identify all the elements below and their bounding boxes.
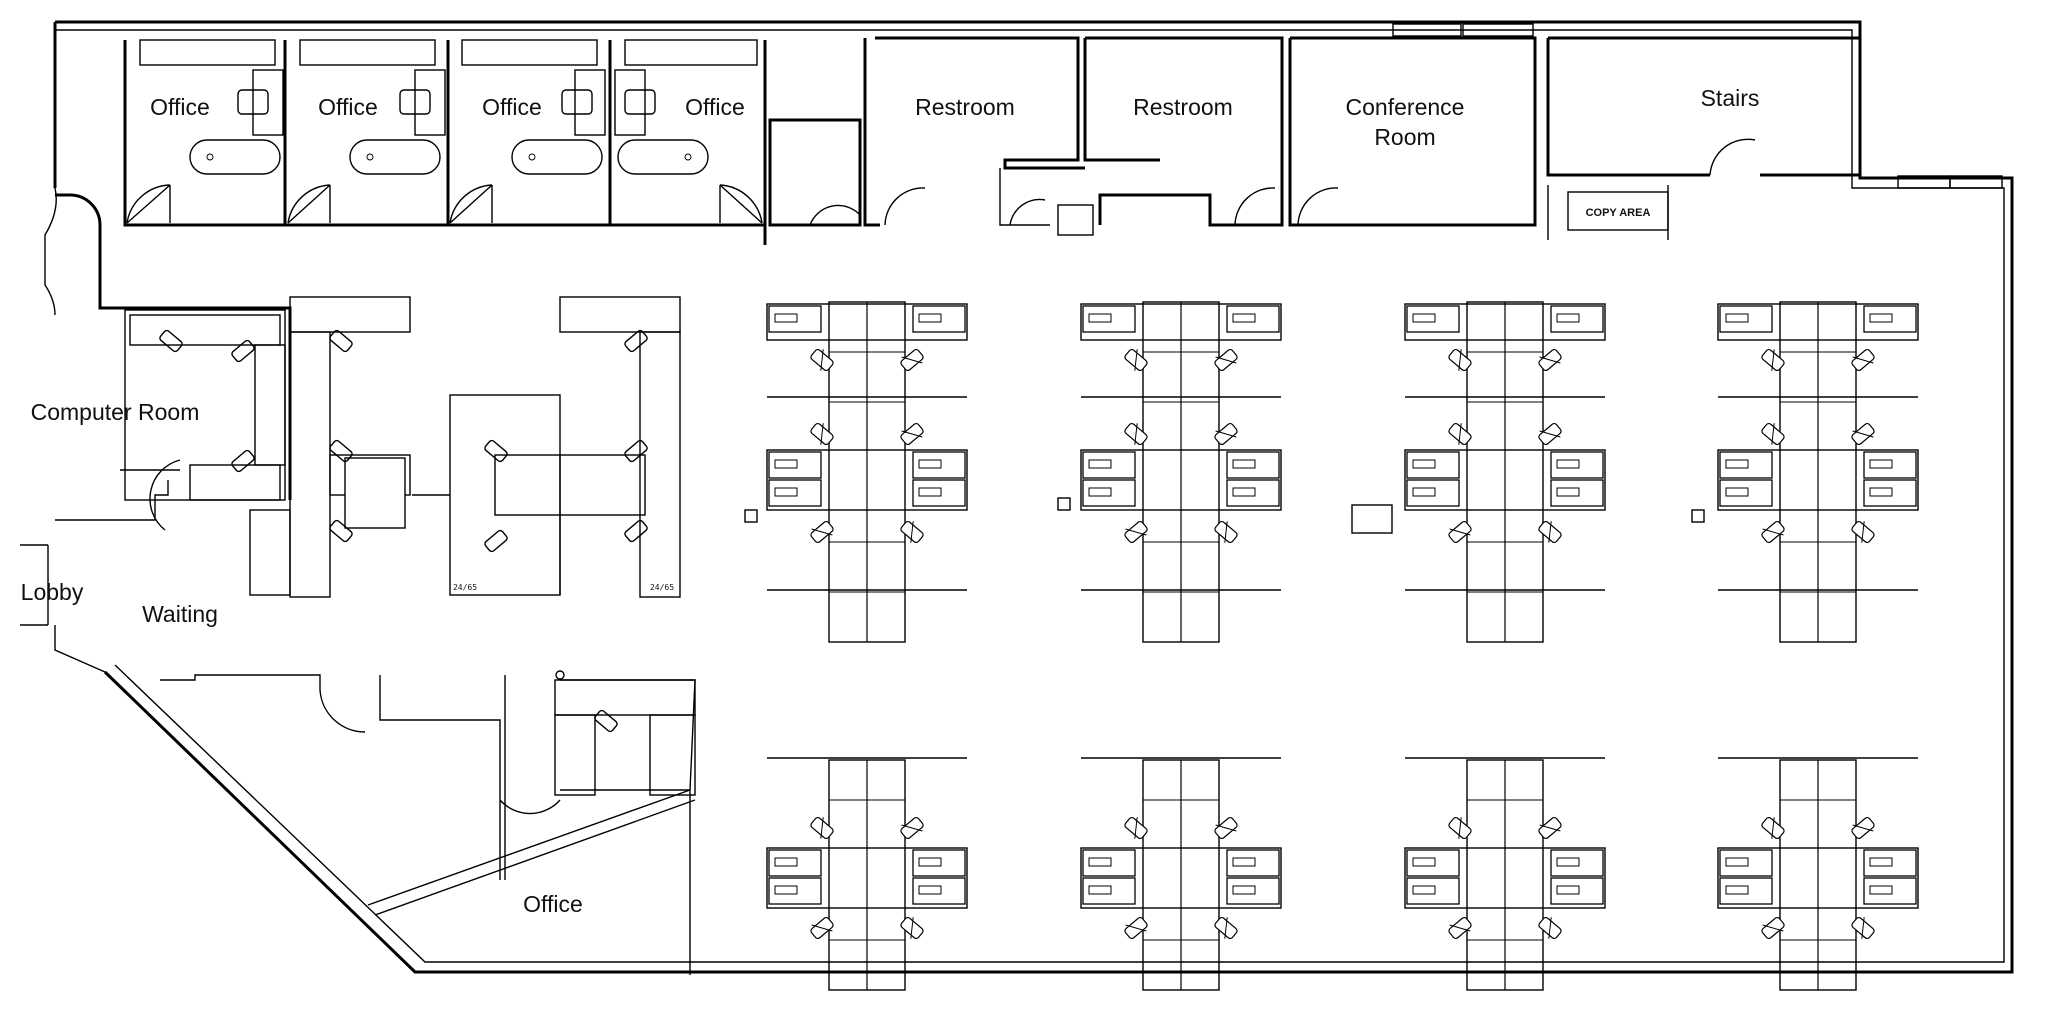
exterior-walls — [20, 20, 2014, 974]
station-tag-right: 24/65 — [650, 583, 674, 592]
station-tag-left: 24/65 — [453, 583, 477, 592]
label-conference-1: Conference — [1346, 94, 1465, 120]
label-restroom-2: Restroom — [1133, 94, 1233, 120]
label-office-1: Office — [150, 94, 210, 120]
label-conference-2: Room — [1374, 124, 1435, 150]
label-office-3: Office — [482, 94, 542, 120]
label-computer-room: Computer Room — [31, 399, 200, 425]
center-left-cluster: 24/65 24/65 — [249, 296, 681, 598]
label-office-lower: Office — [523, 891, 583, 917]
workstation-pods-lower — [767, 758, 1918, 990]
lower-office — [160, 670, 696, 975]
windows — [1392, 23, 2003, 189]
service-rooms — [768, 36, 1862, 240]
label-lobby: Lobby — [21, 579, 84, 605]
label-waiting: Waiting — [142, 601, 218, 627]
top-offices — [123, 39, 767, 245]
label-stairs: Stairs — [1701, 85, 1760, 111]
label-office-2: Office — [318, 94, 378, 120]
label-restroom-1: Restroom — [915, 94, 1015, 120]
room-labels: Office Office Office Office Restroom Res… — [21, 85, 1760, 917]
label-copy-area: COPY AREA — [1586, 207, 1651, 219]
workstation-pods-upper — [744, 302, 1918, 642]
label-office-4: Office — [685, 94, 745, 120]
